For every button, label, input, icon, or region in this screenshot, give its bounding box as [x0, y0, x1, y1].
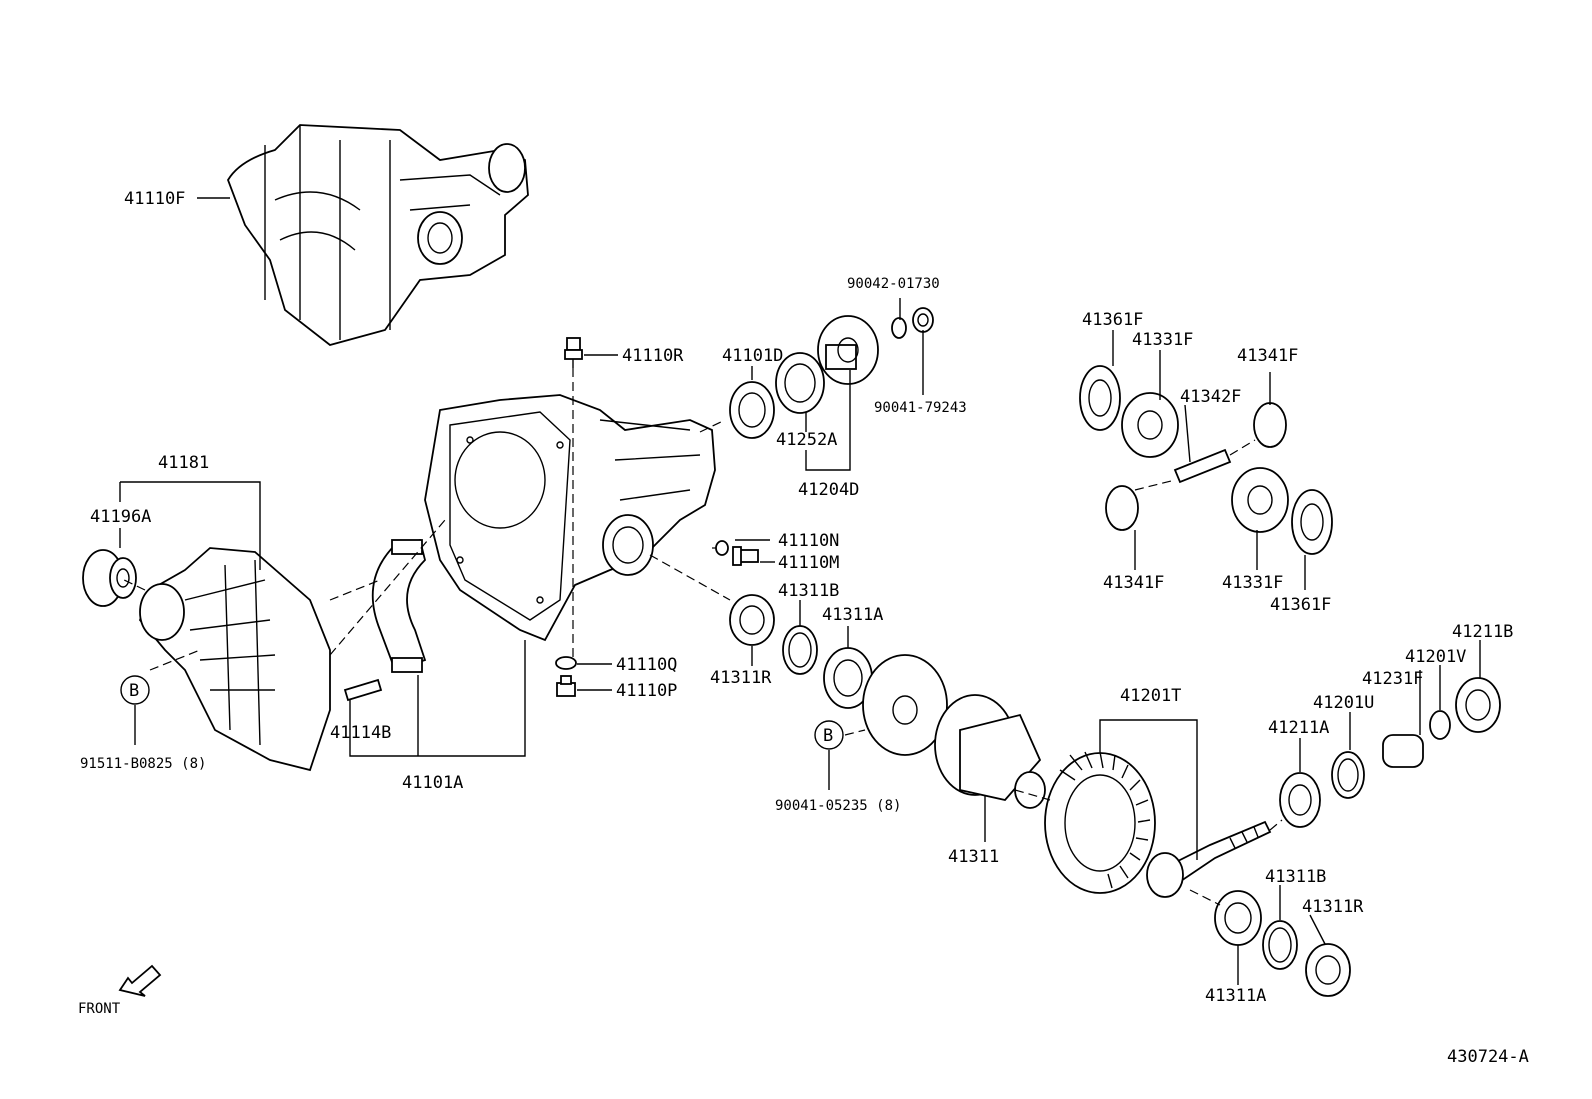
label-41201U: 41201U [1313, 693, 1374, 713]
differential-assembly-drawing [227, 124, 529, 346]
gasket-plate-drawing [862, 654, 948, 756]
label-41311B-top: 41311B [778, 581, 839, 601]
spider-gears-drawing [1079, 365, 1333, 555]
leader-lines [119, 197, 1481, 985]
label-41311B-bottom: 41311B [1265, 867, 1326, 887]
label-41311A-bottom: 41311A [1205, 986, 1266, 1006]
label-41341F-bottom: 41341F [1103, 573, 1164, 593]
label-41311: 41311 [948, 847, 999, 867]
label-41361F-top: 41361F [1082, 310, 1143, 330]
rear-cover-drawing [138, 547, 331, 772]
side-bearing-left-drawing [729, 594, 873, 709]
label-41110F: 41110F [124, 189, 185, 209]
label-41252A: 41252A [776, 430, 837, 450]
pinion-bearing-drawing [775, 352, 825, 414]
ring-gear-drawing [1044, 751, 1156, 894]
washer-nut-drawing [891, 307, 934, 339]
label-41101D: 41101D [722, 346, 783, 366]
label-41331F-bottom: 41331F [1222, 573, 1283, 593]
label-41342F: 41342F [1180, 387, 1241, 407]
assembly-lines [119, 368, 1283, 906]
drive-pinion-drawing [1146, 820, 1272, 898]
front-label: FRONT [78, 1001, 121, 1017]
label-41110M: 41110M [778, 553, 839, 573]
pinion-bearing-set-drawing [1279, 677, 1501, 828]
label-41211A: 41211A [1268, 718, 1329, 738]
label-41101A: 41101A [402, 773, 463, 793]
label-41110P: 41110P [616, 681, 677, 701]
label-41331F-top: 41331F [1132, 330, 1193, 350]
marker-b-left: B [129, 681, 139, 701]
marker-b-circle [814, 720, 844, 750]
label-41196A: 41196A [90, 507, 151, 527]
side-bearing-right-drawing [1214, 890, 1351, 997]
label-41110N: 41110N [778, 531, 839, 551]
front-arrow-icon [118, 964, 162, 997]
companion-flange-drawing [817, 315, 879, 385]
label-90041-05235: 90041-05235 (8) [775, 798, 901, 814]
bearing-cap-drawing [343, 538, 427, 702]
label-41311R-left: 41311R [710, 668, 772, 688]
label-41110R: 41110R [622, 346, 684, 366]
pinion-seal-drawing [729, 381, 775, 439]
carrier-housing-drawing [424, 394, 716, 642]
breather-plug-drawing [564, 337, 583, 368]
marker-b-circle [120, 675, 150, 705]
part-labels: 41110F 41110R 41101D 90042-01730 90041-7… [78, 189, 1529, 1067]
label-41311A-top: 41311A [822, 605, 883, 625]
label-41201T: 41201T [1120, 686, 1181, 706]
label-91511-B0825: 91511-B0825 (8) [80, 756, 206, 772]
label-41110Q: 41110Q [616, 655, 677, 675]
label-41204D: 41204D [798, 480, 859, 500]
bushing-drawing [82, 549, 137, 607]
drain-plug-drawing [555, 540, 759, 697]
marker-b-right: B [823, 726, 833, 746]
diagram-reference-code: 430724-A [1447, 1047, 1529, 1067]
differential-case-drawing [934, 694, 1046, 809]
label-41181: 41181 [158, 453, 209, 473]
label-41114B: 41114B [330, 723, 391, 743]
label-90042-01730: 90042-01730 [847, 276, 940, 292]
label-41361F-bottom: 41361F [1270, 595, 1331, 615]
label-41231F: 41231F [1362, 669, 1423, 689]
label-90041-79243: 90041-79243 [874, 400, 967, 416]
label-41311R-bottom: 41311R [1302, 897, 1364, 917]
label-41201V: 41201V [1405, 647, 1466, 667]
label-41341F-top: 41341F [1237, 346, 1298, 366]
label-41211B: 41211B [1452, 622, 1513, 642]
